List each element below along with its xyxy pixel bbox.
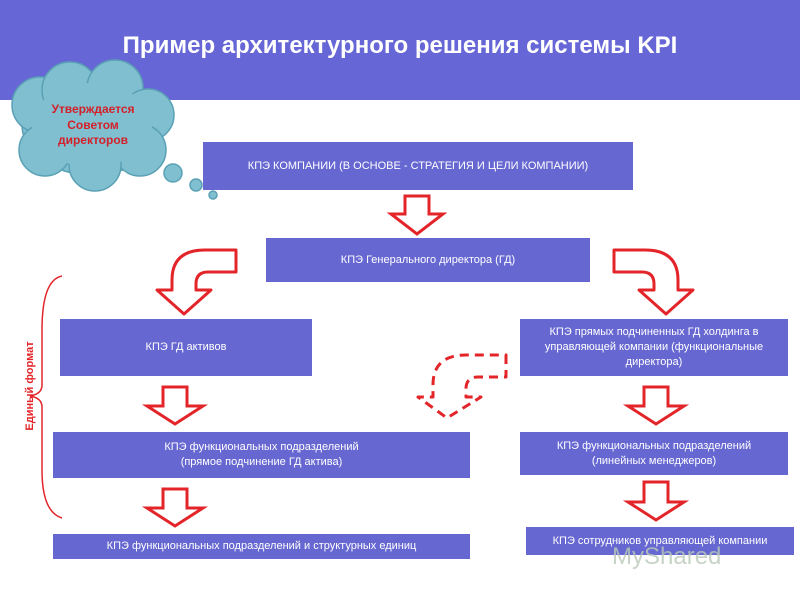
cloud-bubble-large [163,163,183,183]
watermark: MyShared [612,543,722,570]
box-func-units-struct-kpi-label: КПЭ функциональных подразделений и струк… [106,540,417,553]
down-arrow-assets-to-funcunits [141,385,209,426]
cloud-label: Утверждается Советом директоров [51,102,135,148]
curved-arrow-dashed [416,353,508,420]
curved-arrow-left [155,248,238,316]
cloud-shape [11,59,175,192]
box-gd-assets-kpi: КПЭ ГД активов [60,319,312,376]
box-direct-subordinates-kpi: КПЭ прямых подчиненных ГД холдинга в упр… [520,319,788,376]
box-gd-kpi-label: КПЭ Генерального директора (ГД) [340,253,516,266]
down-arrow-company-to-gd [386,194,448,236]
side-label: Единый формат [24,341,36,431]
side-brace [29,275,63,519]
cloud-bubble-medium [189,178,203,192]
curved-arrow-right [612,248,695,316]
down-arrow-subordinates-to-line [622,385,690,426]
box-gd-kpi: КПЭ Генерального директора (ГД) [266,238,590,282]
box-func-units-struct-kpi: КПЭ функциональных подразделений и струк… [53,534,470,559]
box-employees-mc-kpi: КПЭ сотрудников управляющей компании [526,527,794,555]
page-title: Пример архитектурного решения системы KP… [122,32,678,59]
box-employees-mc-kpi-label: КПЭ сотрудников управляющей компании [552,534,768,547]
box-func-units-direct-kpi-label: КПЭ функциональных подразделений (прямое… [164,441,359,468]
box-company-kpi: КПЭ КОМПАНИИ (В ОСНОВЕ - СТРАТЕГИЯ И ЦЕЛ… [203,142,633,190]
box-direct-subordinates-kpi-label: КПЭ прямых подчиненных ГД холдинга в упр… [544,326,764,368]
box-company-kpi-label: КПЭ КОМПАНИИ (В ОСНОВЕ - СТРАТЕГИЯ И ЦЕЛ… [247,159,589,172]
box-func-units-direct-kpi: КПЭ функциональных подразделений (прямое… [53,432,470,478]
cloud-bubble-small [208,190,218,200]
box-func-units-line-kpi: КПЭ функциональных подразделений (линейн… [520,432,788,475]
down-arrow-funcunits-to-struct [141,487,209,528]
down-arrow-line-to-employees [622,480,690,522]
box-func-units-line-kpi-label: КПЭ функциональных подразделений (линейн… [556,439,752,467]
box-gd-assets-kpi-label: КПЭ ГД активов [145,341,227,354]
